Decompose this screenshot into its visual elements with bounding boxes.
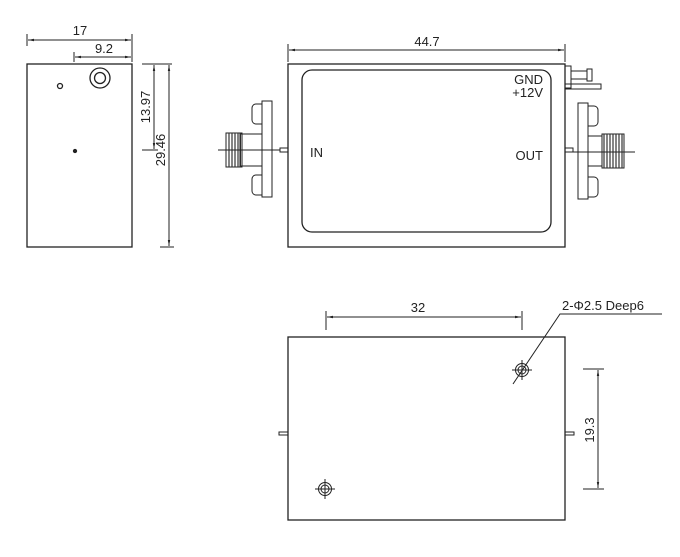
small-hole (56, 82, 64, 90)
dim-offset-label: 9.2 (95, 41, 113, 56)
dim-hole-spacing-y-label: 19.3 (582, 417, 597, 442)
sma-connector-in (218, 100, 289, 198)
dim-height-partial-label: 13.97 (138, 91, 153, 124)
label-gnd: GND (514, 72, 543, 87)
side-view (26, 34, 174, 248)
dim-hole-spacing-x-label: 32 (411, 300, 425, 315)
hole-callout-leader (512, 313, 662, 385)
label-out: OUT (516, 148, 544, 163)
dim-width-label: 17 (73, 23, 87, 38)
dim-height-total-label: 29.46 (153, 134, 168, 167)
dim-length-label: 44.7 (414, 34, 439, 49)
pin-left (278, 431, 289, 436)
top-view-body (287, 63, 566, 248)
label-in: IN (310, 145, 323, 160)
sma-connector-out (564, 102, 635, 200)
label-power: +12V (512, 85, 543, 100)
mounting-hole-bottom-left (315, 479, 335, 499)
top-view-lid (301, 69, 552, 233)
power-terminal (564, 65, 602, 90)
connector-outer-circle (89, 67, 111, 89)
top-view (218, 44, 635, 248)
pin-right (564, 431, 575, 436)
connector-inner-circle (93, 71, 107, 85)
bottom-view (278, 311, 662, 521)
hole-callout-label: 2-Φ2.5 Deep6 (562, 298, 644, 313)
bottom-view-body (287, 336, 566, 521)
side-view-body (26, 63, 133, 248)
center-dot (72, 148, 78, 154)
